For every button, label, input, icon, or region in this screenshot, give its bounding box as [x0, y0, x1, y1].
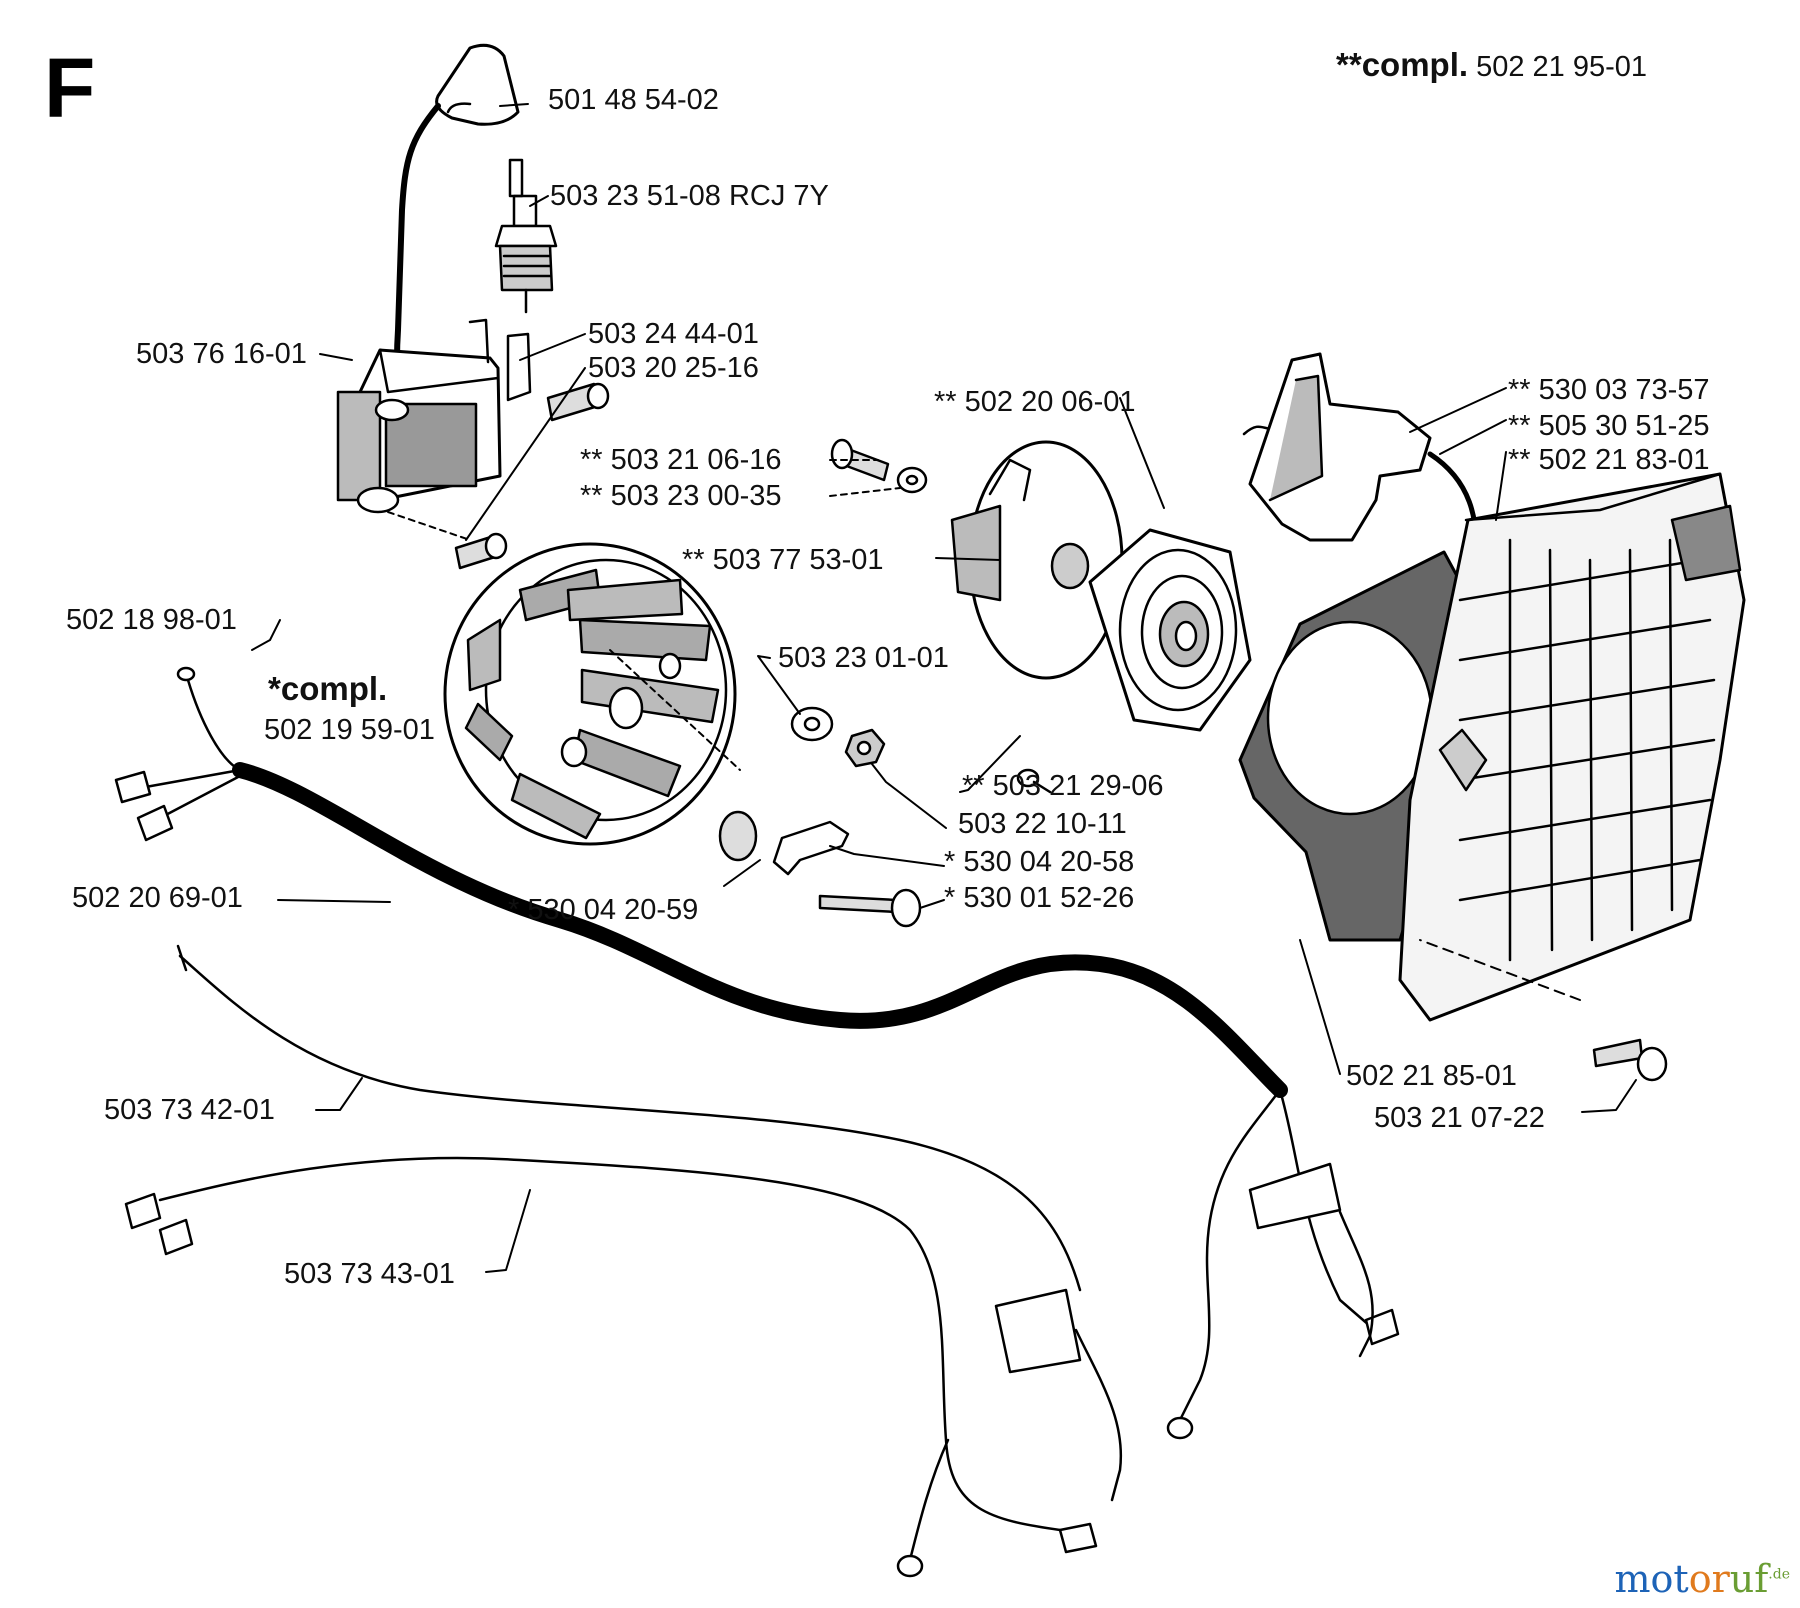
flywheel-kit-number: 502 19 59-01: [264, 714, 435, 746]
starter-pawl-parts: [718, 810, 922, 928]
watermark-logo: motoruf.de: [1615, 1560, 1790, 1598]
recoil-spring: [1016, 528, 1252, 794]
wire-503-73-42-01: [176, 944, 1123, 1502]
flywheel-kit-note: *compl.: [268, 672, 387, 706]
ignition-module: [336, 318, 532, 514]
part-label: ** 503 23 00-35: [580, 480, 782, 512]
part-label: 503 22 10-11: [958, 808, 1127, 840]
part-label: ** 503 21 06-16: [580, 444, 782, 476]
flywheel-kit-note-prefix: *: [268, 670, 281, 707]
flywheel-kit-note-word: compl.: [280, 670, 388, 707]
spark-plug-cap: [394, 43, 520, 393]
part-label: 501 48 54-02: [548, 84, 719, 116]
part-label: ** 530 03 73-57: [1508, 374, 1710, 406]
wiring-harness: [114, 666, 1400, 1440]
assembly-note-word: compl.: [1361, 46, 1469, 83]
part-label: 502 20 69-01: [72, 882, 243, 914]
starter-housing: [1238, 472, 1746, 1022]
washer-nut: [790, 706, 886, 768]
assembly-note-number: 502 21 95-01: [1476, 51, 1648, 83]
part-label: * 530 04 20-59: [508, 894, 699, 926]
part-label: 502 18 98-01: [66, 604, 237, 636]
housing-screw: [1592, 1038, 1668, 1082]
part-label: 503 73 43-01: [284, 1258, 455, 1290]
watermark-part-3: uf: [1729, 1557, 1769, 1601]
part-label: 503 73 42-01: [104, 1094, 275, 1126]
part-label: ** 503 77 53-01: [682, 544, 884, 576]
part-label: ** 502 20 06-01: [934, 386, 1136, 418]
module-screws: [454, 382, 610, 570]
part-label: ** 505 30 51-25: [1508, 410, 1710, 442]
wire-503-73-43-01: [124, 1156, 1098, 1578]
part-label: 503 76 16-01: [136, 338, 307, 370]
part-label: 503 21 07-22: [1374, 1102, 1545, 1134]
section-letter: F: [44, 41, 96, 135]
flywheel: [443, 542, 737, 846]
spark-plug: [494, 158, 558, 314]
part-label: * 530 04 20-58: [944, 846, 1135, 878]
leader-lines: [251, 103, 1637, 1273]
assembly-note: **compl. 502 21 95-01: [1336, 48, 1647, 82]
pulley-bolt: [830, 438, 928, 494]
watermark-suffix: .de: [1768, 1566, 1790, 1583]
assembly-note-prefix: **: [1336, 46, 1362, 83]
part-label: 503 24 44-01: [588, 318, 759, 350]
part-label: * 530 01 52-26: [944, 882, 1135, 914]
watermark-part-2: or: [1688, 1557, 1730, 1601]
part-label: 503 20 25-16: [588, 352, 759, 384]
part-label: ** 503 21 29-06: [962, 770, 1164, 802]
part-label: 502 21 85-01: [1346, 1060, 1517, 1092]
part-label: 503 23 01-01: [778, 642, 949, 674]
part-label: ** 502 21 83-01: [1508, 444, 1710, 476]
watermark-part-1: mot: [1614, 1557, 1689, 1601]
part-label: 503 23 51-08 RCJ 7Y: [550, 180, 829, 212]
